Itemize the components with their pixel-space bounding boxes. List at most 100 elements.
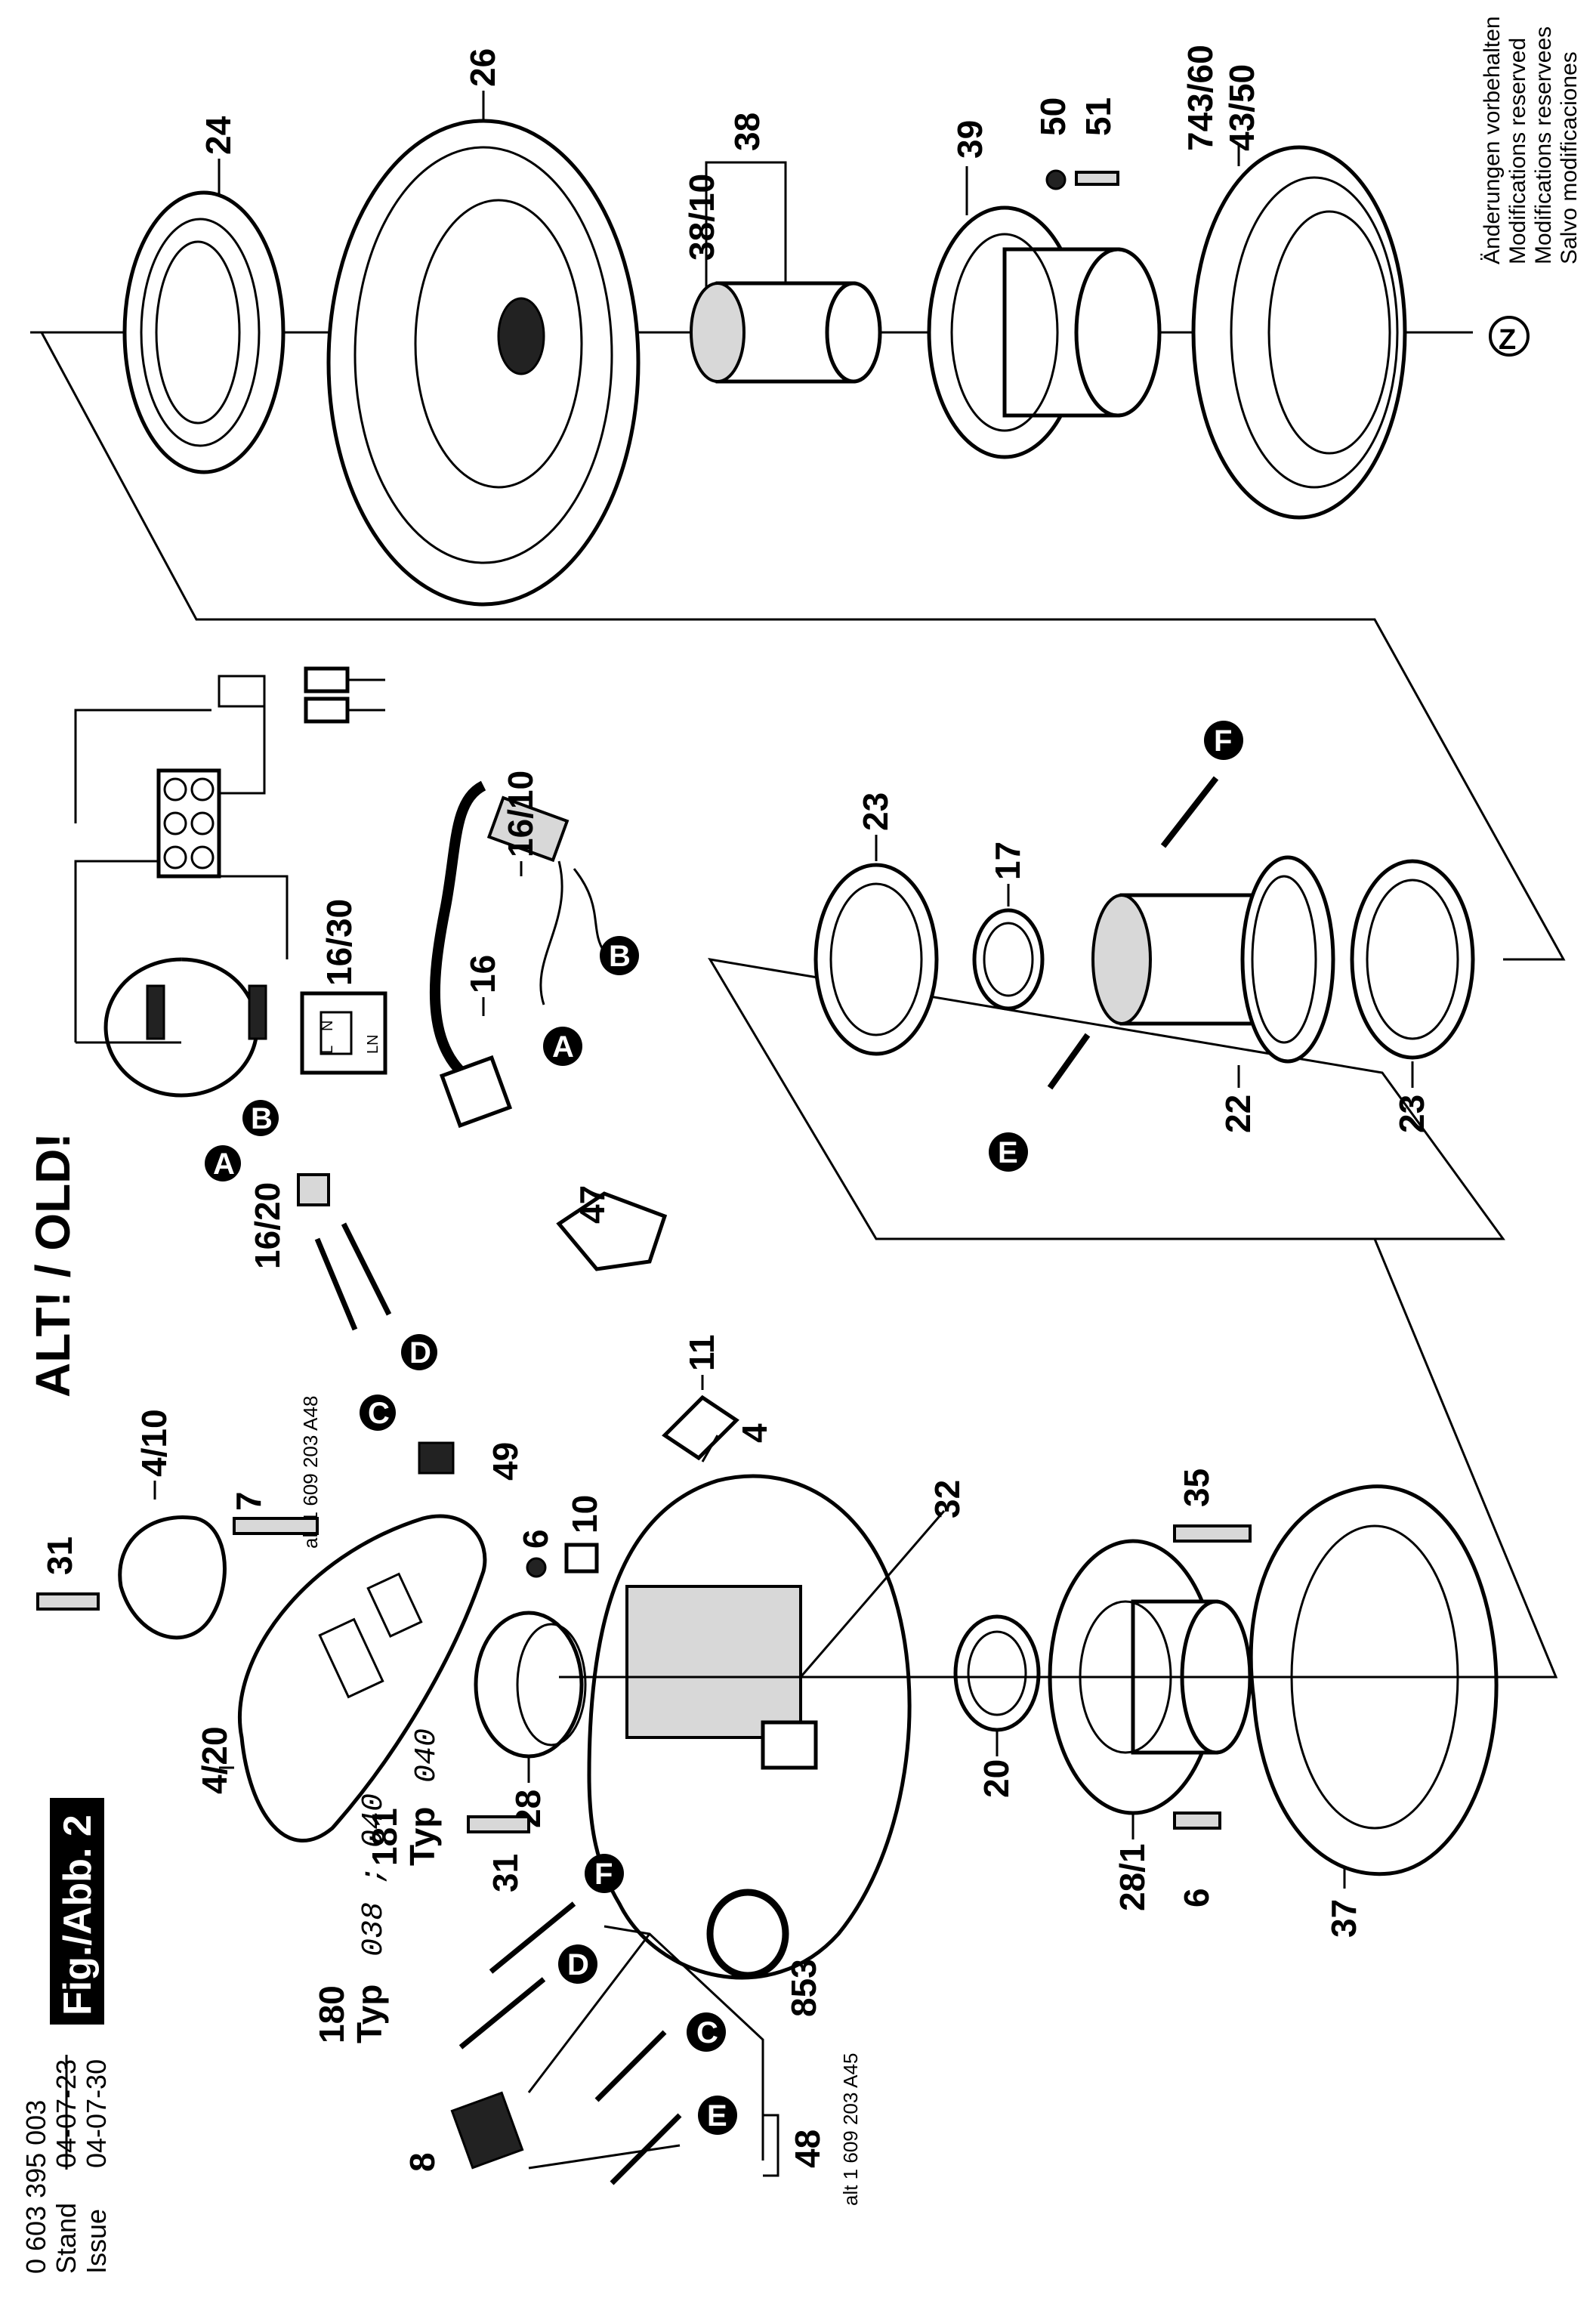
part-16-30-switch: L N LN bbox=[300, 991, 387, 1075]
badge-a-cable: A bbox=[543, 1027, 582, 1066]
badge-f-motor: F bbox=[1204, 721, 1243, 760]
typ-word-181: Typ bbox=[403, 1807, 442, 1866]
part-24-ring bbox=[122, 190, 286, 474]
issue-date: 04-07-30 bbox=[81, 2059, 112, 2168]
part-17-ring bbox=[972, 908, 1045, 1011]
notice-line-3: Modifications reservees bbox=[1531, 26, 1556, 264]
detail-marker-z: Z bbox=[1489, 316, 1530, 357]
svg-text:F: F bbox=[594, 1858, 613, 1891]
label-22: 22 bbox=[1218, 1095, 1258, 1133]
header-block: 0 603 395 003 Stand 04-07-23 Issue 04-07… bbox=[20, 1798, 112, 2274]
label-31-lower: 31 bbox=[486, 1854, 525, 1892]
badge-d-upper: D bbox=[401, 1334, 437, 1370]
label-11: 11 bbox=[682, 1334, 721, 1371]
notice-block: Änderungen vorbehalten Modifications res… bbox=[1480, 16, 1582, 264]
badge-d-lower: D bbox=[558, 1944, 597, 1984]
issue-label: Issue bbox=[81, 2209, 112, 2274]
label-39: 39 bbox=[950, 120, 989, 159]
label-16-30: 16/30 bbox=[320, 899, 359, 986]
part-31-screw-upper bbox=[36, 1592, 100, 1611]
label-7: 7 bbox=[229, 1491, 268, 1511]
part-4-20-handle bbox=[237, 1514, 487, 1843]
top-link-line bbox=[40, 332, 1566, 961]
part-50-nut bbox=[1045, 169, 1067, 190]
lower-link-line bbox=[1373, 1238, 1558, 1679]
part-7-screw bbox=[233, 1517, 319, 1535]
badge-e-lower: E bbox=[698, 2096, 737, 2135]
svg-text:F: F bbox=[1214, 724, 1232, 758]
part-31-screw-lower bbox=[467, 1815, 530, 1833]
alt-note-a45: alt 1 609 203 A45 bbox=[839, 2053, 862, 2206]
svg-text:D: D bbox=[409, 1336, 431, 1370]
label-49: 49 bbox=[486, 1442, 525, 1481]
part-26-filter-plate bbox=[326, 119, 641, 607]
figure-label: Fig./Abb. 2 bbox=[56, 1815, 100, 2015]
part-37-base bbox=[1249, 1484, 1499, 1876]
svg-text:L: L bbox=[320, 1046, 336, 1054]
label-47: 47 bbox=[573, 1185, 612, 1224]
label-4: 4 bbox=[735, 1423, 774, 1443]
label-26: 26 bbox=[463, 48, 502, 87]
part-23-lower-ring bbox=[1350, 859, 1475, 1060]
svg-text:C: C bbox=[368, 1397, 390, 1430]
part-10-clip bbox=[564, 1543, 599, 1574]
doc-number: 0 603 395 003 bbox=[20, 2100, 51, 2274]
svg-text:E: E bbox=[707, 2099, 727, 2133]
old-title: ALT! / OLD! bbox=[26, 1132, 80, 1398]
part-49-plug bbox=[418, 1441, 455, 1475]
part-22-motor bbox=[1091, 855, 1335, 1064]
part-743-60-bowl bbox=[1191, 145, 1407, 520]
label-6-upper: 6 bbox=[516, 1529, 555, 1549]
notice-line-1: Änderungen vorbehalten bbox=[1480, 16, 1505, 264]
label-16-20: 16/20 bbox=[248, 1182, 287, 1269]
svg-text:Z: Z bbox=[1499, 324, 1516, 356]
svg-text:N: N bbox=[320, 1021, 336, 1031]
old-title-block: ALT! / OLD! bbox=[26, 1132, 80, 1398]
part-35-screw bbox=[1173, 1524, 1252, 1543]
label-28-1: 28/1 bbox=[1113, 1843, 1152, 1911]
typ-word-180: Typ bbox=[350, 1984, 389, 2043]
badge-e-motor: E bbox=[989, 1132, 1028, 1172]
label-4-20: 4/20 bbox=[195, 1726, 234, 1794]
label-38: 38 bbox=[727, 113, 767, 151]
part-6-screw-upper bbox=[526, 1557, 547, 1578]
svg-text:B: B bbox=[251, 1102, 273, 1135]
part-8-switch bbox=[450, 2091, 524, 2170]
label-6-lower: 6 bbox=[1177, 1888, 1216, 1907]
label-20: 20 bbox=[977, 1759, 1016, 1798]
part-11-label bbox=[662, 1395, 739, 1461]
typ-value-181: 040 bbox=[410, 1728, 444, 1783]
badge-b-cable: B bbox=[600, 936, 639, 975]
label-31-upper: 31 bbox=[40, 1537, 79, 1575]
badge-c-lower: C bbox=[687, 2012, 726, 2052]
svg-text:C: C bbox=[696, 2016, 718, 2049]
label-181: 181 bbox=[365, 1808, 404, 1866]
part-4-housing bbox=[587, 1474, 912, 1980]
label-743-60: 743/60 bbox=[1181, 45, 1220, 151]
part-38-cylinder-filter bbox=[690, 281, 882, 384]
svg-text:A: A bbox=[552, 1030, 574, 1064]
part-853-clamp bbox=[706, 1889, 789, 1979]
typ-value-180: 038 ; 040 bbox=[357, 1793, 391, 1957]
motor-group-frame bbox=[708, 957, 1505, 1240]
svg-text:A: A bbox=[213, 1147, 235, 1181]
label-17: 17 bbox=[988, 842, 1027, 880]
label-23-upper: 23 bbox=[856, 792, 895, 831]
part-28-cap bbox=[474, 1611, 587, 1759]
part-47-clip bbox=[556, 1191, 668, 1271]
label-10: 10 bbox=[565, 1495, 604, 1534]
label-48: 48 bbox=[788, 2130, 827, 2168]
label-853: 853 bbox=[784, 1959, 823, 2017]
label-43-50: 43/50 bbox=[1222, 64, 1261, 151]
label-51: 51 bbox=[1079, 97, 1118, 136]
label-38-10: 38/10 bbox=[682, 174, 721, 261]
figure-label-box bbox=[50, 1798, 104, 2025]
label-180: 180 bbox=[312, 1985, 351, 2043]
part-20-ring bbox=[953, 1614, 1041, 1732]
label-8: 8 bbox=[403, 2152, 442, 2172]
notice-line-2: Modifications reserved bbox=[1505, 38, 1530, 264]
label-32: 32 bbox=[928, 1480, 967, 1518]
label-23-lower: 23 bbox=[1392, 1095, 1431, 1133]
part-39-basket bbox=[927, 205, 1162, 459]
